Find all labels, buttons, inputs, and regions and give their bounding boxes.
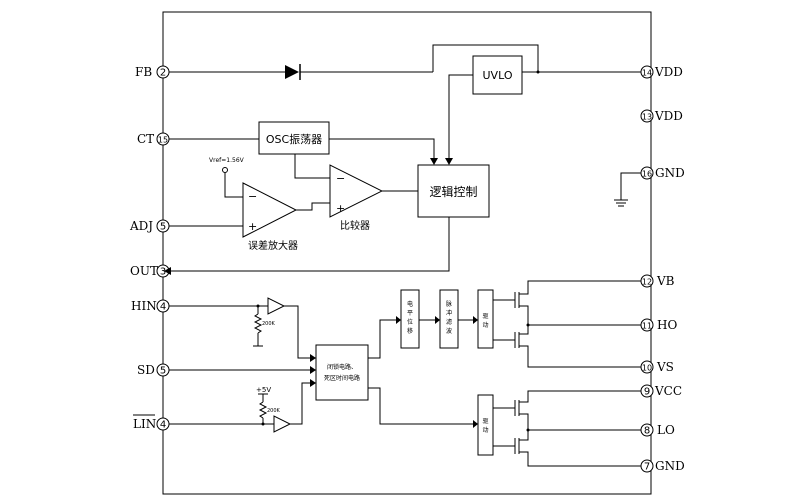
svg-text:动: 动 (482, 322, 488, 329)
pin-vs: 10 VS (640, 360, 674, 374)
pin-vdd-13-label: VDD (654, 109, 683, 123)
error-amplifier: − + 误差放大器 (242, 182, 298, 252)
pin-vcc-number: 9 (644, 387, 650, 398)
diode-icon (285, 65, 299, 79)
pin-vcc: 9 VCC (640, 384, 682, 398)
pin-gnd-7-number: 7 (644, 462, 650, 473)
pin-vdd-13: 13 VDD (640, 109, 683, 123)
pin-adj: ADJ 5 (129, 219, 170, 233)
pin-ct-label: CT (137, 132, 154, 146)
pin-vs-label: VS (656, 360, 674, 374)
pin-vdd-14: 14 VDD (640, 65, 683, 79)
level-shift-block: 电 平 位 移 (400, 289, 420, 349)
pin-lo-number: 8 (644, 426, 650, 437)
arrow-osc-to-logic-icon (430, 158, 438, 165)
pin-lin-label: LIN (133, 417, 156, 431)
svg-text:波: 波 (446, 327, 452, 335)
uvlo-label: UVLO (483, 69, 513, 82)
arrow-out-icon (164, 267, 171, 275)
uvlo-block: UVLO (472, 55, 523, 95)
pin-sd: SD 5 (137, 363, 170, 377)
low-side-mosfets (493, 390, 641, 467)
pin-ct: CT 15 (137, 132, 170, 146)
pin-gnd-7: 7 GND (640, 459, 685, 473)
supply-lin-label: +5V (256, 386, 271, 394)
pin-vs-number: 10 (642, 364, 652, 373)
pin-out: OUT 3 (130, 264, 170, 278)
pin-vb-number: 12 (642, 278, 652, 287)
resistor-lin-icon (258, 401, 268, 419)
pin-vdd-13-number: 13 (642, 113, 652, 122)
pin-lin: LIN 4 (133, 414, 170, 431)
pin-lin-number: 4 (160, 420, 166, 431)
svg-text:−: − (248, 190, 257, 203)
pin-fb-label: FB (135, 65, 152, 79)
osc-label: OSC振荡器 (266, 132, 322, 146)
pin-hin-number: 4 (160, 302, 166, 313)
resistor-hin-icon (253, 313, 263, 334)
vref-label: Vref=1.56V (209, 157, 245, 164)
pin-sd-label: SD (137, 363, 155, 377)
latch-label-line2: 死区时间电路 (324, 374, 360, 382)
error-amplifier-label: 误差放大器 (248, 239, 298, 252)
svg-text:驱: 驱 (482, 418, 488, 425)
pin-adj-label: ADJ (129, 219, 153, 233)
pin-vb-label: VB (656, 274, 675, 288)
latch-deadtime-block: 闭锁电路、 死区时间电路 (315, 344, 369, 401)
pin-gnd-16-label: GND (655, 166, 685, 180)
chip-outline (162, 11, 652, 495)
pin-out-label: OUT (130, 264, 158, 278)
osc-block: OSC振荡器 (258, 121, 330, 155)
svg-text:动: 动 (482, 427, 488, 434)
svg-text:−: − (336, 172, 345, 185)
svg-text:位: 位 (407, 318, 413, 326)
pin-sd-number: 5 (160, 366, 166, 377)
pin-vb: 12 VB (640, 274, 675, 288)
high-side-driver-block: 驱 动 (477, 289, 494, 349)
pin-fb-number: 2 (160, 68, 166, 79)
svg-text:平: 平 (407, 310, 413, 317)
svg-text:电: 电 (407, 300, 413, 308)
pin-gnd-16: 16 GND (640, 166, 685, 180)
resistor-lin-label: 200K (267, 408, 281, 414)
pin-hin-label: HIN (131, 299, 157, 313)
latch-label-line1: 闭锁电路、 (327, 363, 357, 371)
pin-vdd-14-label: VDD (654, 65, 683, 79)
pin-ho-number: 11 (642, 322, 652, 331)
lin-buffer (273, 415, 292, 433)
svg-text:+: + (248, 220, 257, 233)
pin-out-number: 3 (160, 267, 166, 278)
ground-icon (614, 172, 641, 207)
comparator: − + 比较器 (329, 164, 384, 232)
arrow-uvlo-to-logic-icon (445, 158, 453, 165)
low-side-driver-block: 驱 动 (477, 394, 494, 456)
pin-ho-label: HO (657, 318, 677, 332)
svg-text:驱: 驱 (482, 313, 488, 320)
pin-lo-label: LO (657, 423, 675, 437)
pin-vdd-14-number: 14 (642, 69, 652, 78)
comparator-label: 比较器 (340, 219, 370, 232)
pin-gnd-7-label: GND (655, 459, 685, 473)
pin-lo: 8 LO (640, 423, 675, 437)
hin-buffer (267, 297, 286, 315)
pin-hin: HIN 4 (131, 299, 170, 313)
pin-vcc-label: VCC (654, 384, 682, 398)
fb-diode-path (169, 44, 641, 80)
pin-ct-number: 15 (158, 136, 168, 145)
svg-text:脉: 脉 (446, 300, 452, 308)
svg-text:+: + (336, 202, 345, 215)
svg-text:移: 移 (407, 327, 413, 335)
svg-text:冲: 冲 (446, 309, 452, 317)
svg-text:滤: 滤 (446, 318, 452, 326)
pin-fb: FB 2 (135, 65, 170, 79)
pulse-filter-block: 脉 冲 滤 波 (439, 289, 459, 349)
pin-gnd-16-number: 16 (642, 170, 652, 179)
pin-ho: 11 HO (640, 318, 677, 332)
resistor-hin-label: 200K (262, 321, 276, 327)
logic-control-block: 逻辑控制 (417, 164, 490, 218)
logic-control-label: 逻辑控制 (429, 185, 477, 199)
high-side-mosfets (493, 280, 641, 368)
pin-adj-number: 5 (160, 222, 166, 233)
